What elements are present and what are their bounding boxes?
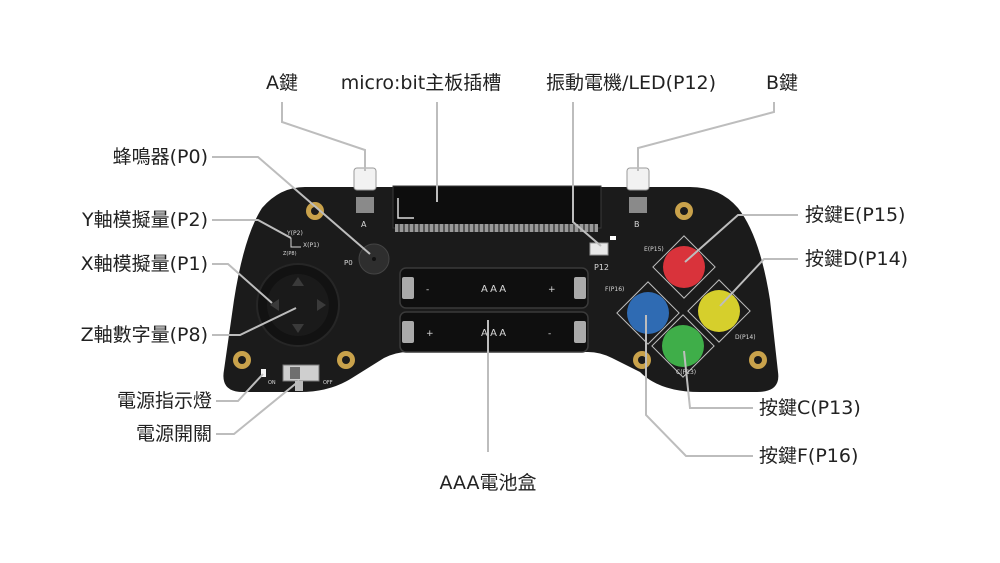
mounting-hole-left-1 [233, 351, 251, 369]
minus-silk-1: - [426, 285, 429, 295]
mounting-hole-left-2 [337, 351, 355, 369]
label-key-f: 按鍵F(P16) [759, 445, 859, 467]
label-battery-box: AAA電池盒 [439, 472, 537, 494]
leader-y-analog [212, 219, 292, 239]
label-power-switch: 電源開關 [135, 423, 212, 445]
leader-a-key [281, 102, 366, 171]
a-silk: A [361, 220, 367, 229]
plus-silk-1: + [548, 285, 556, 295]
label-z-digital: Z軸數字量(P8) [80, 324, 208, 346]
label-buzzer: 蜂鳴器(P0) [112, 146, 208, 168]
xp1-silk: X(P1) [303, 242, 319, 249]
on-silk: ON [268, 380, 276, 386]
mounting-hole-top-right [675, 202, 693, 220]
key-f-button [616, 281, 680, 345]
power-indicator-led [261, 369, 266, 377]
leader-x-analog [212, 263, 273, 304]
leader-buzzer [212, 156, 371, 255]
leader-power-led [216, 373, 264, 402]
label-power-led: 電源指示燈 [116, 390, 212, 412]
label-a-key: A鍵 [266, 72, 298, 94]
leader-z-digital [212, 307, 297, 336]
leader-key-f [645, 315, 753, 457]
f16-silk: F(P16) [605, 286, 624, 293]
off-silk: OFF [323, 380, 333, 386]
power-switch [282, 364, 320, 391]
label-microbit-slot: micro:bit主板插槽 [340, 72, 502, 94]
minus-silk-2: - [548, 329, 551, 339]
label-key-c: 按鍵C(P13) [759, 397, 861, 419]
p12-silk: P12 [594, 263, 609, 272]
label-key-d: 按鍵D(P14) [805, 248, 909, 270]
joystick [256, 263, 340, 347]
slot-notch [397, 198, 414, 219]
p0-silk: P0 [344, 259, 353, 267]
leader-key-e [684, 214, 798, 263]
status-led [610, 236, 616, 240]
label-vibration-led: 振動電機/LED(P12) [545, 72, 717, 94]
label-y-analog: Y軸模擬量(P2) [82, 209, 208, 231]
zp8-silk: Z(P8) [283, 251, 297, 257]
key-e-button [652, 235, 716, 299]
plus-silk-2: + [426, 329, 434, 339]
label-b-key: B鍵 [765, 72, 799, 94]
leader-key-d [719, 258, 798, 307]
key-d-button [687, 279, 751, 343]
microbit-slot [392, 185, 602, 229]
label-x-analog: X軸模擬量(P1) [80, 253, 208, 275]
slot-pins [395, 224, 598, 232]
b-key-button [626, 167, 650, 213]
mounting-hole-right-2 [749, 351, 767, 369]
e15-silk: E(P15) [644, 246, 664, 253]
b-silk: B [634, 220, 640, 229]
battery-holder-2 [399, 311, 589, 353]
axis-arrows [290, 238, 301, 248]
leader-vibration [572, 102, 602, 247]
leader-lines [212, 102, 798, 457]
battery-holder-1 [399, 267, 589, 309]
a-key-button [353, 167, 377, 213]
leader-power-switch [216, 380, 300, 435]
battery1-silk: AAA [481, 284, 508, 295]
mounting-hole-right-1 [633, 351, 651, 369]
battery2-silk: AAA [481, 328, 508, 339]
key-c-button [651, 314, 715, 378]
d14-silk: D(P14) [735, 334, 756, 341]
leader-b-key [637, 102, 775, 171]
leader-key-c [683, 350, 753, 409]
yp2-silk: Y(P2) [286, 230, 303, 237]
label-key-e: 按鍵E(P15) [805, 204, 906, 226]
